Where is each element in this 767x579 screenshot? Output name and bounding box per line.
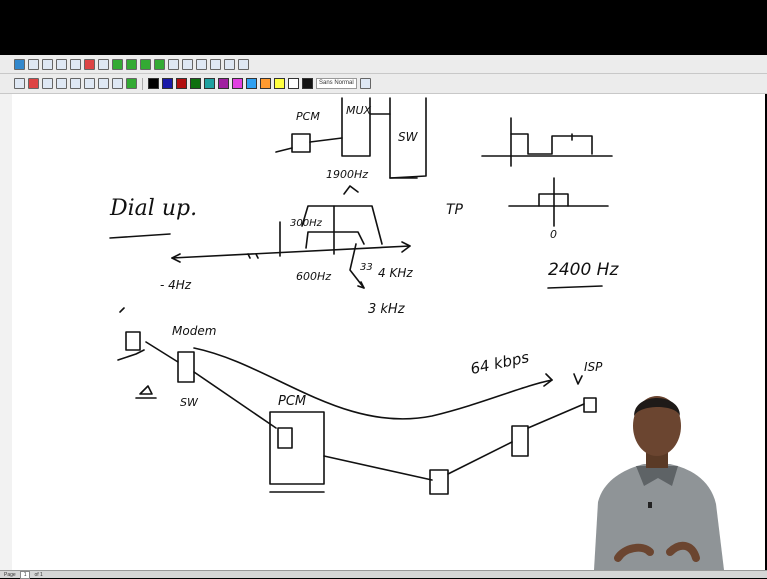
cut-icon[interactable] <box>56 59 67 70</box>
rectangle-icon[interactable] <box>84 78 95 89</box>
freq-600-label: 600Hz <box>296 270 331 283</box>
color-blue-swatch[interactable] <box>162 78 173 89</box>
next-page-icon[interactable] <box>126 59 137 70</box>
select-icon[interactable] <box>112 78 123 89</box>
font-size-icon[interactable] <box>360 78 371 89</box>
page-label: Page <box>4 572 16 578</box>
color-red-swatch[interactable] <box>176 78 187 89</box>
highlighter-icon[interactable] <box>28 78 39 89</box>
sw-bottom-label: SW <box>180 396 198 409</box>
zoom-in-icon[interactable] <box>168 59 179 70</box>
freq-4k-label: 4 KHz <box>378 266 413 280</box>
freq-33-label: 33 <box>360 262 373 273</box>
freq-3k-label: 3 kHz <box>368 302 405 317</box>
zoom-out-icon[interactable] <box>182 59 193 70</box>
color-yellow-swatch[interactable] <box>274 78 285 89</box>
font-selector[interactable]: Sans Normal <box>316 78 357 89</box>
freq-300-label: 300Hz <box>290 218 322 229</box>
pcm-top-label: PCM <box>296 110 320 123</box>
undo-icon[interactable] <box>98 59 109 70</box>
copy-icon[interactable] <box>70 59 81 70</box>
open-icon[interactable] <box>42 59 53 70</box>
status-bar: Page 1 of 1 <box>0 570 767 578</box>
color-skyblue-swatch[interactable] <box>246 78 257 89</box>
zoom-page-icon[interactable] <box>224 59 235 70</box>
page-number-input[interactable]: 1 <box>20 571 31 579</box>
freq-1900-label: 1900Hz <box>326 168 368 181</box>
tp-label: TP <box>446 202 463 218</box>
zero-label: 0 <box>550 228 557 241</box>
first-page-icon[interactable] <box>140 59 151 70</box>
toolbar-separator <box>142 78 143 90</box>
text-tool-icon[interactable] <box>56 78 67 89</box>
line-icon[interactable] <box>42 78 53 89</box>
color-magenta-swatch[interactable] <box>232 78 243 89</box>
page-count-label: of 1 <box>34 572 42 578</box>
zoom-fit-icon[interactable] <box>196 59 207 70</box>
color-white-swatch[interactable] <box>288 78 299 89</box>
last-page-icon[interactable] <box>154 59 165 70</box>
color-green-swatch[interactable] <box>190 78 201 89</box>
color-orange-swatch[interactable] <box>260 78 271 89</box>
presenter-video <box>584 382 730 570</box>
mux-label: MUX <box>346 104 371 117</box>
hz-2400-label: 2400 Hz <box>548 260 618 280</box>
eraser-icon[interactable] <box>70 78 81 89</box>
delete-icon[interactable] <box>84 59 95 70</box>
ruler-icon[interactable] <box>126 78 137 89</box>
neg-4k-label: - 4Hz <box>160 278 191 292</box>
title-bar <box>0 0 767 55</box>
previous-page-icon[interactable] <box>112 59 123 70</box>
pcm-bottom-label: PCM <box>278 394 306 409</box>
modem-label: Modem <box>172 324 216 338</box>
isp-label: ISP <box>584 360 602 374</box>
color-dark-swatch[interactable] <box>302 78 313 89</box>
main-toolbar <box>0 55 767 74</box>
zoom-width-icon[interactable] <box>210 59 221 70</box>
color-purple-swatch[interactable] <box>218 78 229 89</box>
sw-top-label: SW <box>398 130 417 144</box>
fullscreen-icon[interactable] <box>238 59 249 70</box>
pen-icon[interactable] <box>14 78 25 89</box>
dial-up-label: Dial up. <box>110 196 197 221</box>
save-icon[interactable] <box>14 59 25 70</box>
new-page-icon[interactable] <box>28 59 39 70</box>
ellipse-icon[interactable] <box>98 78 109 89</box>
color-black-swatch[interactable] <box>148 78 159 89</box>
color-teal-swatch[interactable] <box>204 78 215 89</box>
pen-toolbar: Sans Normal <box>0 74 767 94</box>
